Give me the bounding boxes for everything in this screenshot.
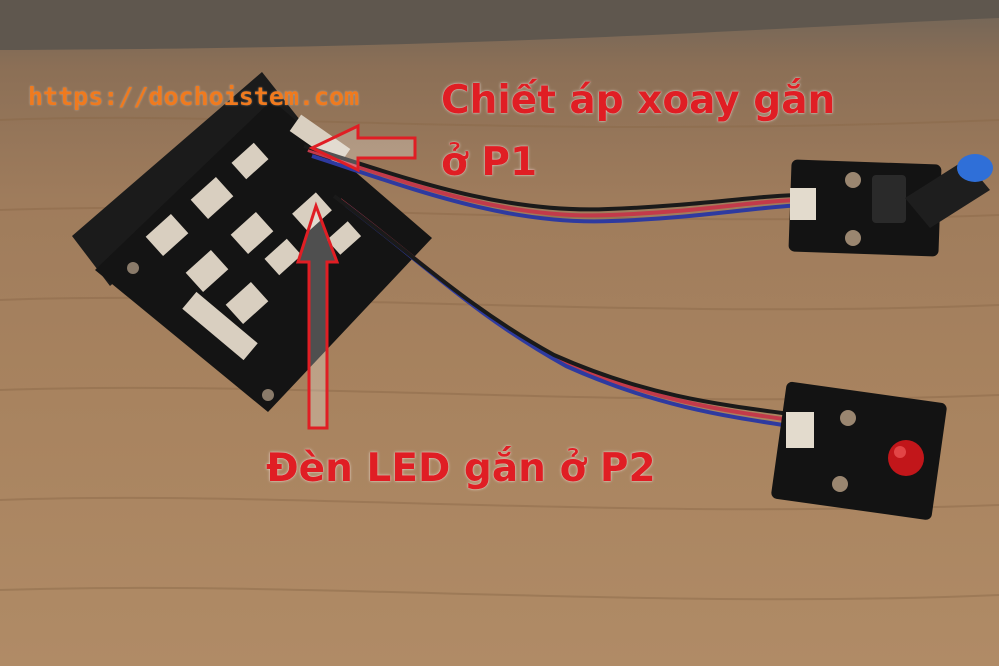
arrow-to-p2 — [295, 201, 340, 430]
expansion-board — [95, 100, 432, 412]
mount-hole — [262, 389, 274, 401]
cable-p2 — [332, 194, 791, 428]
watermark-url: https://dochoistem.com — [28, 82, 360, 111]
led-module — [771, 381, 947, 520]
annotation-potentiometer-line2: ở P1 — [441, 140, 538, 185]
annotation-potentiometer-line1: Chiết áp xoay gắn — [441, 78, 836, 123]
mount-hole — [127, 262, 139, 274]
background-top — [0, 0, 999, 50]
potentiometer-module — [788, 154, 993, 257]
cable-p1 — [303, 144, 806, 224]
board-headers — [145, 114, 362, 361]
annotation-led: Đèn LED gắn ở P2 — [266, 446, 656, 491]
arrow-to-p1 — [308, 123, 417, 173]
microbit-slot — [72, 72, 300, 286]
